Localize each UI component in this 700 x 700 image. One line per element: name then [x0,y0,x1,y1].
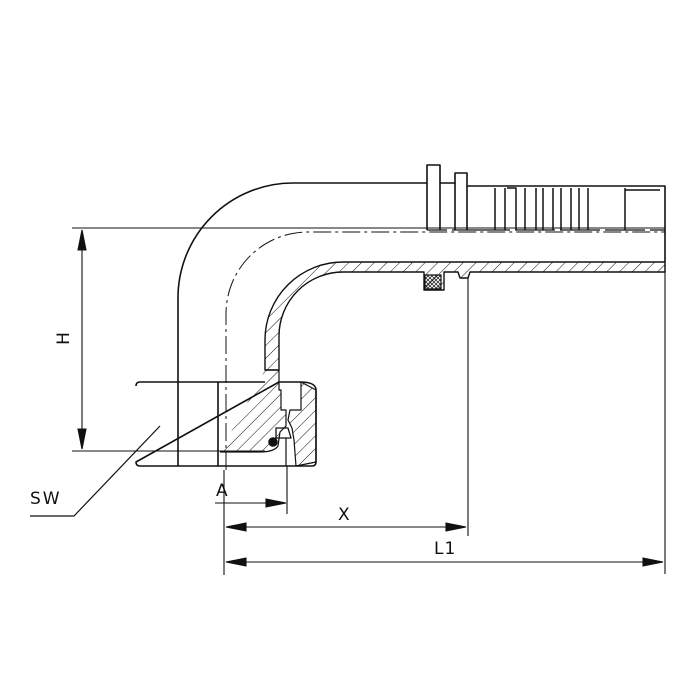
bore-wall-hatched [264,261,666,371]
o-ring [424,274,442,290]
seal-ball [268,437,278,447]
dimension-h [72,227,665,452]
tail-lower [426,183,468,230]
dimension-label-a: A [216,481,228,501]
elbow-outer-contour [177,182,420,382]
dimension-label-l1: L1 [434,539,457,559]
serrations [494,187,660,230]
dimension-label-sw: SW [30,489,62,509]
dimension-label-h: H [53,332,74,345]
swivel-nut [135,381,317,467]
leader-sw [30,425,161,517]
dimensions-bottom [215,262,666,575]
nut-hatched-section [287,381,317,467]
seat-section [220,369,287,453]
nut-face-lines [177,382,219,466]
seal-notch [275,427,292,439]
dimension-label-x: X [338,505,350,525]
centerline [225,231,665,470]
